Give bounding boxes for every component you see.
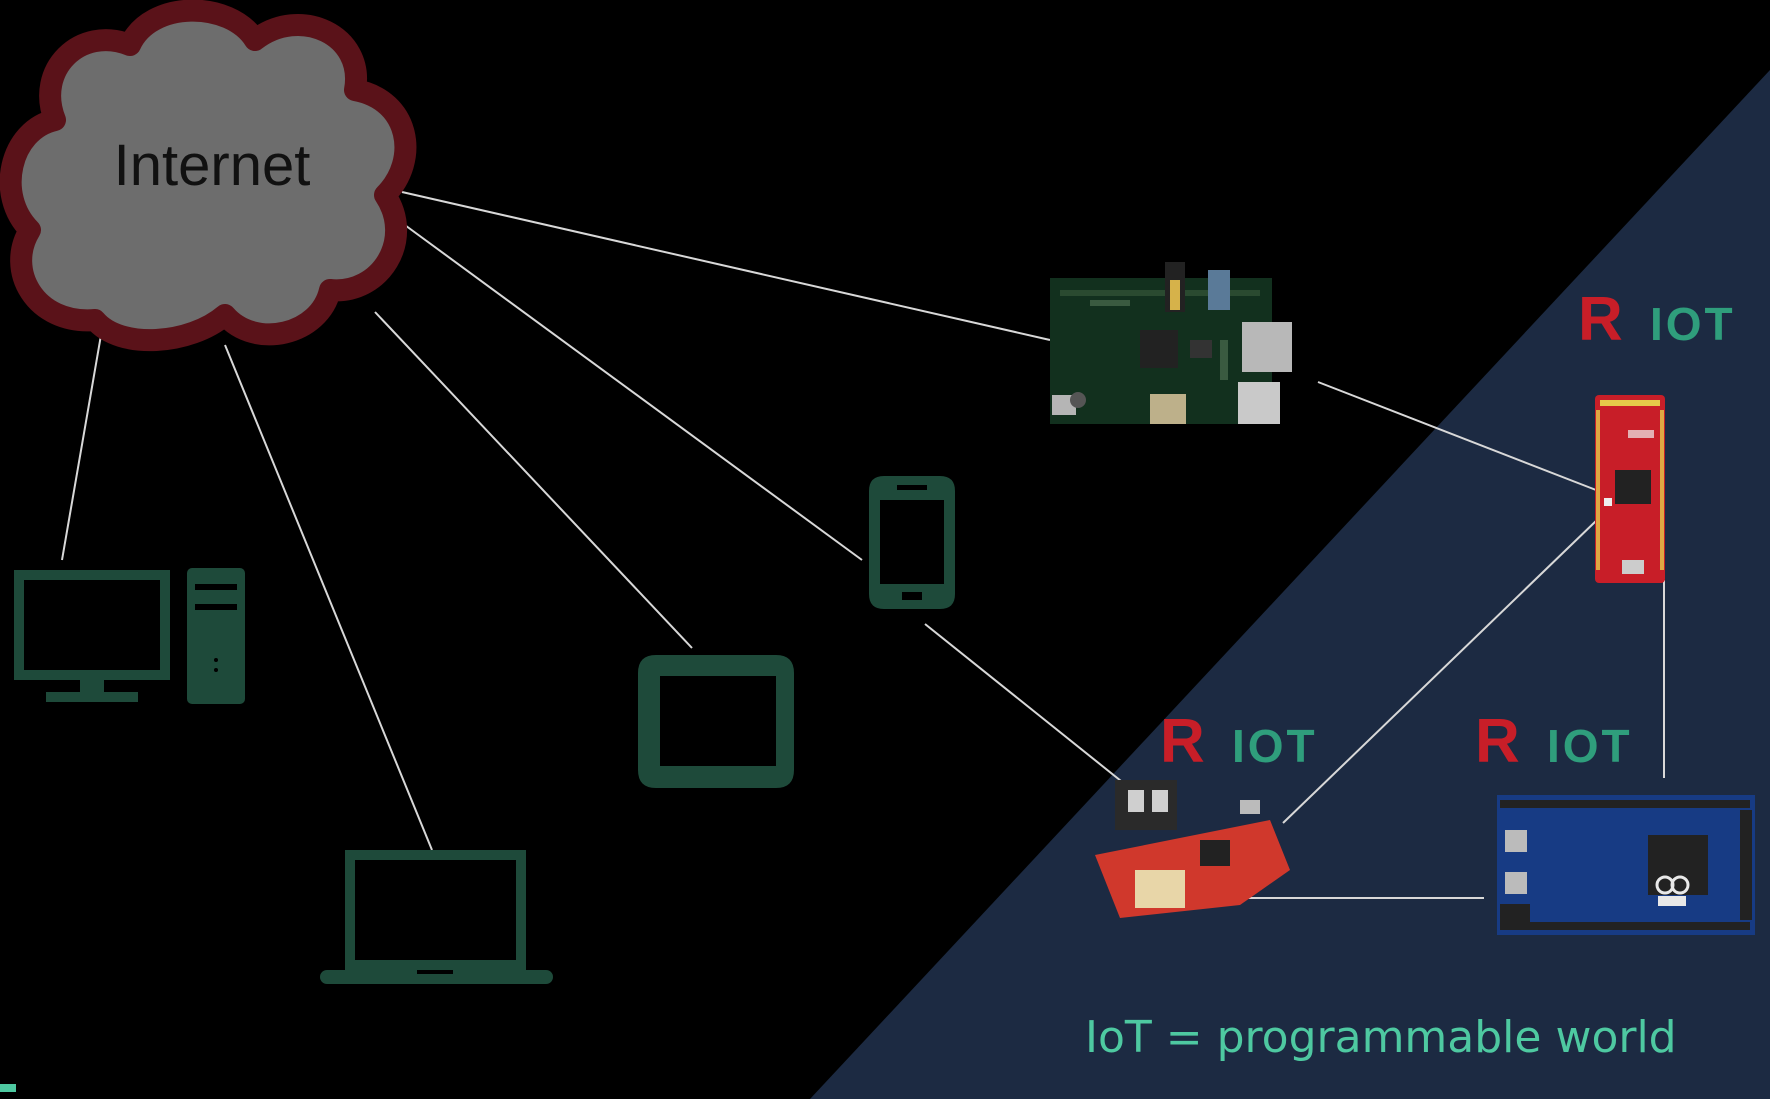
riot-logo-r-icon: R	[1578, 285, 1623, 354]
riot-logo-right: R IOT	[1475, 707, 1633, 776]
internet-label: Internet	[114, 133, 311, 198]
smartphone-icon	[869, 476, 955, 609]
riot-logo-r-icon: R	[1160, 707, 1205, 776]
tablet-icon	[638, 655, 794, 788]
raspberry-pi-board	[1050, 262, 1292, 424]
riot-logo-r-icon: R	[1475, 707, 1520, 776]
connection-lines	[61, 191, 1665, 899]
link-internet-tablet	[374, 311, 693, 649]
internet-cloud: Internet	[0, 0, 417, 352]
laptop-icon	[320, 850, 553, 984]
riot-logo-top: R IOT	[1578, 285, 1736, 354]
riot-logo-left: R IOT	[1160, 707, 1318, 776]
riot-logo-text: IOT	[1232, 720, 1318, 772]
desktop-computer-icon	[14, 568, 245, 704]
wireless-sensor-board	[1095, 780, 1290, 918]
link-internet-smartphone	[397, 219, 863, 561]
link-internet-raspberry	[401, 191, 1051, 341]
xmc-microcontroller-board	[1595, 395, 1665, 583]
arduino-due-board	[1497, 795, 1755, 935]
link-xmc-zolertia	[1282, 519, 1598, 824]
link-smartphone-zolertia	[924, 623, 1137, 794]
caption: IoT = programmable world	[1085, 1012, 1677, 1063]
link-internet-laptop	[224, 344, 433, 851]
link-internet-desktop	[61, 311, 106, 561]
link-raspberry-xmc	[1317, 381, 1597, 491]
corner-mark	[0, 1084, 16, 1092]
riot-logo-text: IOT	[1547, 720, 1633, 772]
riot-logo-text: IOT	[1650, 298, 1736, 350]
cloud-icon	[0, 0, 417, 352]
